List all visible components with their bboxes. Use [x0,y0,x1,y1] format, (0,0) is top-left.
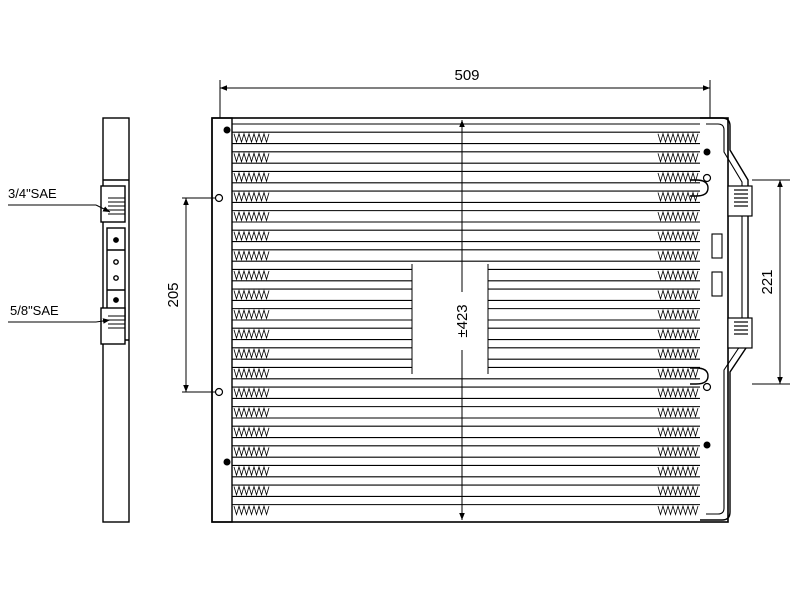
fin-left [233,308,270,320]
right-side-pipe [700,117,749,521]
upper-right-fitting [727,185,753,217]
fin-right [657,289,699,301]
fin-right [657,347,699,360]
fin-right [657,171,699,183]
fin-right [657,387,699,399]
fin-left [233,445,270,458]
port-hole-lower [702,382,712,392]
fin-right [657,504,699,516]
fin-left [233,132,270,144]
fin-left [233,387,270,399]
lower-right-fitting [727,317,753,349]
fin-left [233,151,270,164]
dimension-labels: 509 ±423 205 221 [165,66,776,350]
fin-left [233,171,270,183]
upper-u-bend [690,179,709,197]
mount-hole-lower-left [214,387,224,397]
bolt-bottom-left [223,458,231,466]
lower-fitting [100,307,126,345]
lower-port-label: 5/8"SAE [10,303,59,318]
width-label: 509 [454,67,479,84]
fin-left [233,485,270,497]
lower-u-bend [690,367,709,385]
fin-right [657,132,699,144]
upper-fitting-threads [108,197,125,215]
upper-fitting [100,185,126,223]
port-spacing-label: 221 [759,269,776,294]
fin-left [233,367,270,379]
mount-hole-upper-left [214,193,224,203]
fin-left [233,210,270,222]
fin-right-column [657,132,699,516]
fin-left [233,328,270,340]
fin-left [233,504,270,516]
fin-right [657,367,699,379]
fin-right [657,445,699,458]
fin-left [233,426,270,438]
fin-right [657,249,699,262]
fin-left-column [233,132,270,516]
side-view [100,117,130,523]
fin-right [657,230,699,242]
fitting-callouts: 3/4"SAE 5/8"SAE [8,186,111,324]
fin-right [657,151,699,164]
fin-right [657,308,699,320]
fin-left [233,249,270,262]
fin-right [657,426,699,438]
fin-right [657,485,699,497]
right-bracket-lower [711,271,723,297]
fin-left [233,465,270,477]
fin-right [657,191,699,203]
fin-left [233,406,270,418]
port-hole-upper [702,173,712,183]
height-label: ±423 [454,304,471,337]
fin-left [233,191,270,203]
fin-right [657,465,699,477]
mount-spacing-label: 205 [165,282,182,307]
fin-right [657,269,699,281]
right-bracket-upper [711,233,723,259]
fin-right [657,328,699,340]
front-view [211,117,753,523]
fin-left [233,289,270,301]
fin-right [657,406,699,418]
bolt-top-right [703,148,711,156]
bolt-bottom-right [703,441,711,449]
fin-left [233,269,270,281]
center-window [412,264,488,374]
upper-port-label: 3/4"SAE [8,186,57,201]
bolt-top-left [223,126,231,134]
dimension-lines [182,80,790,520]
fin-left [233,230,270,242]
fin-right [657,210,699,222]
fin-left [233,347,270,360]
lower-fitting-threads [108,315,125,329]
